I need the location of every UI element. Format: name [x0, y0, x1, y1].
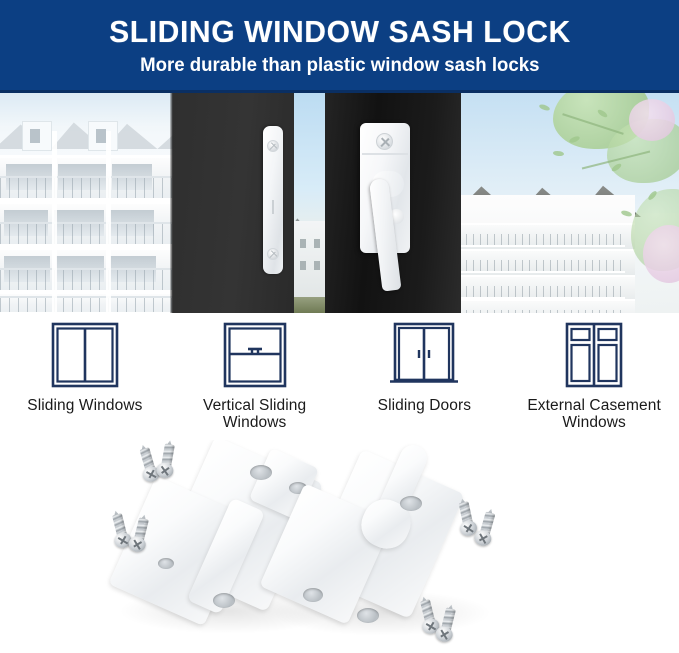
application-sliding-windows: Sliding Windows [0, 313, 170, 414]
sliding-door-icon [388, 322, 460, 388]
screw-hole [357, 608, 379, 623]
mounting-screw [155, 443, 178, 480]
blossom-cluster [643, 225, 679, 283]
application-label: Vertical Sliding Windows [202, 397, 307, 432]
application-sliding-doors: Sliding Doors [340, 313, 510, 414]
screw-hole [400, 496, 422, 511]
mounting-screw [376, 133, 393, 150]
installed-lock-photo [173, 93, 461, 313]
window-gap-view [294, 93, 325, 313]
vertical-sliding-window-icon [219, 322, 291, 388]
window-frame-left [173, 93, 294, 313]
building-with-foliage-photo [461, 93, 679, 313]
building [461, 195, 635, 313]
application-label: External Casement Windows [527, 397, 661, 432]
screw-hole [158, 558, 174, 569]
building-floor [0, 247, 173, 296]
building-floor [0, 201, 173, 250]
blossom-cluster [629, 99, 675, 141]
casement-window-icon [558, 322, 630, 388]
apartment-building-photo [0, 93, 173, 313]
screw-hole [250, 465, 272, 480]
building-floor [0, 155, 173, 204]
application-external-casement-windows: External Casement Windows [509, 313, 679, 432]
sliding-window-icon [49, 322, 121, 388]
window-frame-right [325, 93, 461, 313]
window-frame-edge [170, 93, 173, 313]
application-label: Sliding Doors [377, 397, 472, 414]
screw-hole [213, 593, 235, 608]
application-vertical-sliding-windows: Vertical Sliding Windows [170, 313, 340, 432]
building-floor [0, 291, 173, 313]
keeper-strike-plate [263, 126, 283, 274]
dormer-window [22, 121, 52, 151]
page-subtitle: More durable than plastic window sash lo… [139, 54, 540, 76]
sash-lock-product-photo [0, 440, 679, 653]
mounting-screw [472, 510, 499, 548]
page-title: SLIDING WINDOW SASH LOCK [108, 13, 571, 49]
screw-hole [303, 588, 323, 602]
dormer-window [88, 121, 118, 151]
header-banner: SLIDING WINDOW SASH LOCK More durable th… [0, 0, 679, 93]
application-types-row: Sliding Windows Vertical Sliding Windows [0, 313, 679, 440]
photo-band [0, 93, 679, 313]
application-label: Sliding Windows [27, 397, 143, 414]
